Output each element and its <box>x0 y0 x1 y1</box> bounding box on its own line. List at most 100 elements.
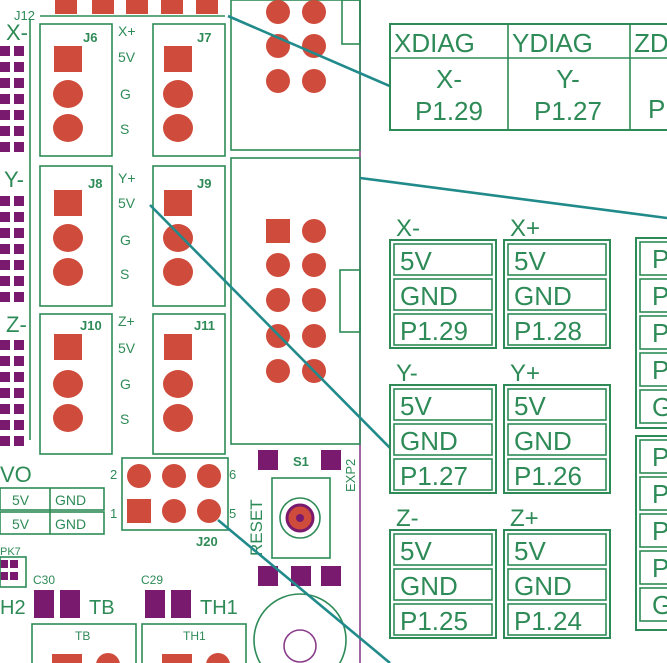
label-g-row1: G <box>120 86 131 102</box>
diag-value-line: X- <box>436 64 462 94</box>
j12-pads <box>40 0 225 17</box>
endstop-box <box>389 529 497 639</box>
label-s-row3: S <box>120 411 129 427</box>
j20-connector <box>121 457 229 531</box>
endstop-row-text: 5V <box>514 391 546 421</box>
endstop-row-text: 5V <box>400 536 432 566</box>
endstop-cell <box>507 423 607 456</box>
diag-header-x: XDIAG <box>394 28 475 58</box>
j9-outline <box>152 165 226 307</box>
right-edge-cell <box>639 352 667 387</box>
right-edge-text: P <box>652 244 667 274</box>
right-edge-text: P <box>652 442 667 472</box>
label-th1-connector: TH1 <box>183 629 206 643</box>
endstop-box <box>389 239 497 349</box>
servo-row1-left: 5V <box>12 492 30 508</box>
right-edge-text: G <box>652 590 667 620</box>
right-edge-text: P <box>652 318 667 348</box>
label-s-row1: S <box>120 121 129 137</box>
endstop-row-text: P1.27 <box>400 461 468 491</box>
label-x-plus-mid: X+ <box>118 23 136 39</box>
label-s1: S1 <box>293 454 309 469</box>
endstop-cell <box>393 458 493 491</box>
endstop-tables: X-5VGNDP1.29X+5VGNDP1.28Y-5VGNDP1.27Y+5V… <box>389 215 611 639</box>
j20-pin-1: 1 <box>110 506 117 521</box>
endstop-cell <box>393 568 493 601</box>
label-j7: J7 <box>197 30 211 45</box>
servo-row2-left: 5V <box>12 516 30 532</box>
endstop-row-text: P1.25 <box>400 606 468 636</box>
endstop-row-text: GND <box>400 571 458 601</box>
label-y-minus-side: Y- <box>4 167 24 192</box>
endstop-cell <box>393 243 493 276</box>
right-edge-cell <box>639 587 667 622</box>
endstop-row-text: GND <box>400 426 458 456</box>
right-edge-cell <box>639 315 667 350</box>
diag-header-y: YDIAG <box>512 28 593 58</box>
endstop-box <box>503 239 611 349</box>
left-pin-header <box>0 20 31 446</box>
endstop-cell <box>393 313 493 346</box>
endstop-row-text: P1.29 <box>400 316 468 346</box>
endstop-row-text: 5V <box>514 246 546 276</box>
label-j8: J8 <box>88 176 102 191</box>
right-edge-text: G <box>652 392 667 422</box>
label-g-row2: G <box>120 232 131 248</box>
endstop-row-text: P1.28 <box>514 316 582 346</box>
endstop-cell <box>507 533 607 566</box>
endstop-row-text: P1.24 <box>514 606 582 636</box>
diag-header-z: ZD <box>634 28 667 58</box>
endstop-title: Y- <box>396 360 418 387</box>
endstop-row-text: 5V <box>400 246 432 276</box>
j11-outline <box>152 313 226 455</box>
right-edge-cell <box>639 278 667 313</box>
label-exp2: EXP2 <box>343 459 358 492</box>
endstop-row-text: P1.26 <box>514 461 582 491</box>
endstop-cell <box>507 388 607 421</box>
j8-outline <box>39 165 113 307</box>
endstop-box <box>503 529 611 639</box>
servo-table <box>0 487 105 535</box>
endstop-cell <box>507 458 607 491</box>
right-edge-cell <box>639 439 667 474</box>
exp-connectors <box>230 0 361 445</box>
label-j9: J9 <box>197 176 211 191</box>
j6-outline <box>39 23 113 157</box>
label-pk7: PK7 <box>0 546 21 558</box>
diag-value-line: P1.29 <box>415 96 483 126</box>
endstop-title: X+ <box>510 215 540 242</box>
endstop-title: Z+ <box>510 505 539 532</box>
right-edge-text: P <box>652 355 667 385</box>
endstop-cell <box>393 603 493 636</box>
label-j10: J10 <box>80 318 102 333</box>
right-edge-cell <box>639 389 667 424</box>
label-j12: J12 <box>14 8 35 23</box>
label-j20: J20 <box>196 534 218 549</box>
endstop-title: Z- <box>396 505 419 532</box>
right-edge-cell <box>639 550 667 585</box>
endstop-cell <box>507 243 607 276</box>
j10-outline <box>39 313 113 455</box>
endstop-row-text: GND <box>514 571 572 601</box>
diag-value-line: P1.27 <box>534 96 602 126</box>
servo-row2-right: GND <box>55 516 86 532</box>
endstop-row-text: GND <box>514 426 572 456</box>
endstop-title: Y+ <box>510 360 540 387</box>
label-reset: RESET <box>247 499 266 556</box>
j20-pin-5: 5 <box>229 506 236 521</box>
right-edge-text: P <box>652 553 667 583</box>
right-edge-cell <box>639 476 667 511</box>
endstop-connectors <box>39 23 226 455</box>
label-y-plus-mid: Y+ <box>118 170 136 186</box>
label-th2: H2 <box>0 597 26 619</box>
endstop-box <box>503 384 611 494</box>
label-c29: C29 <box>141 573 163 587</box>
endstop-row-text: GND <box>514 281 572 311</box>
label-c30: C30 <box>33 573 55 587</box>
diag-value-line: Y- <box>556 64 580 94</box>
label-5v-row2: 5V <box>118 195 136 211</box>
label-5v-row1: 5V <box>118 49 136 65</box>
endstop-cell <box>507 603 607 636</box>
